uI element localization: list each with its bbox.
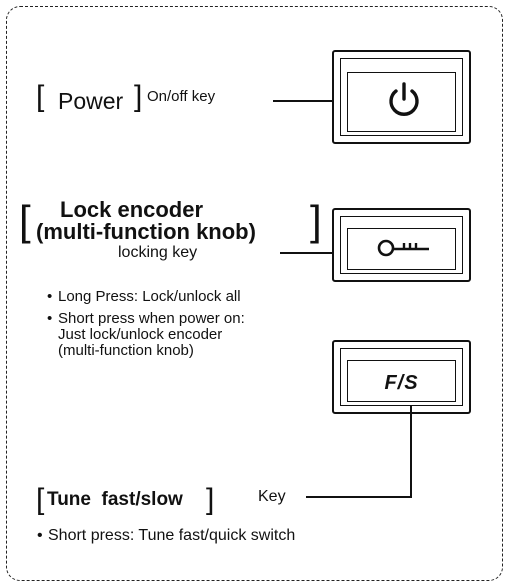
fs-leader-horizontal — [306, 496, 412, 498]
power-close-bracket: ] — [134, 80, 143, 113]
tune-open-bracket: [ — [36, 483, 45, 516]
lock-close-bracket: ] — [310, 197, 322, 244]
power-key[interactable] — [332, 50, 471, 144]
tune-close-bracket: ] — [206, 483, 215, 516]
lock-title-line1: Lock encoder — [60, 197, 204, 222]
tune-title: Tune fast/slow — [47, 489, 183, 510]
power-open-bracket: [ — [36, 80, 45, 113]
lock-open-bracket: [ — [19, 197, 31, 244]
lock-bullet-long-press: Long Press: Lock/unlock all — [47, 288, 241, 306]
lock-bullet-short-press: Short press when power on: — [47, 311, 245, 328]
key-icon — [377, 239, 429, 257]
lock-leader-line — [280, 252, 340, 254]
power-icon — [389, 82, 419, 116]
fs-key[interactable]: F/S — [332, 340, 471, 414]
dashed-frame — [6, 6, 503, 581]
lock-key[interactable] — [332, 208, 471, 282]
power-suffix: On/off key — [147, 88, 216, 105]
power-leader-line — [273, 100, 347, 102]
fs-leader-vertical — [410, 405, 412, 497]
lock-bullet-short-press-line2: Just lock/unlock encoder — [58, 326, 223, 343]
fs-key-label: F/S — [384, 372, 419, 394]
power-title: Power — [58, 88, 124, 114]
tune-suffix: Key — [258, 488, 286, 505]
lock-bullet-short-press-line3: (multi-function knob) — [58, 342, 194, 359]
lock-title-line2: (multi-function knob) — [36, 219, 256, 244]
tune-bullet-short-press: Short press: Tune fast/quick switch — [37, 527, 295, 545]
lock-subtitle: locking key — [118, 244, 198, 261]
